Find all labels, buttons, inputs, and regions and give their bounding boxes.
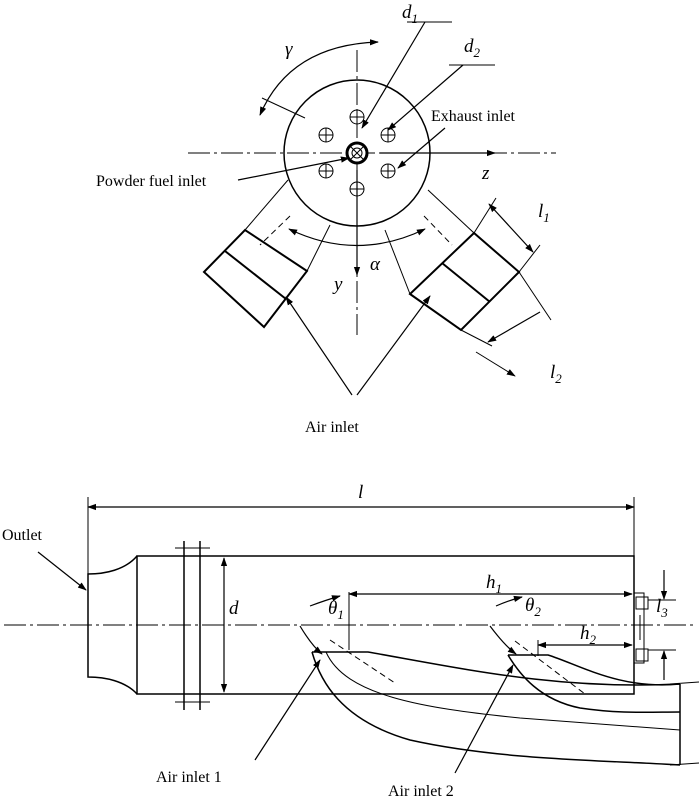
end-cap (633, 592, 649, 664)
air-inlet-leader-right (356, 295, 431, 396)
l2-label: l2 (550, 362, 562, 386)
l3-label: l3 (656, 596, 668, 620)
l2-extension-a (460, 329, 493, 347)
d2-label: d2 (464, 36, 481, 60)
outlet-label: Outlet (2, 527, 43, 544)
theta2-label: θ2 (525, 595, 541, 619)
outlet-leader (37, 551, 87, 591)
port-top (349, 109, 365, 125)
air-inlet-1-leader (254, 659, 321, 761)
z-axis-label: z (481, 163, 490, 184)
port-lower-right (380, 163, 396, 179)
air-inlet-pipe-2 (507, 640, 681, 714)
port-bottom (349, 181, 365, 197)
air-inlet-label: Air inlet (305, 419, 359, 436)
gamma-arc (259, 39, 379, 116)
d2-leader (387, 64, 464, 131)
left-duct-dashed (259, 215, 291, 246)
exhaust-inlet-leader (397, 127, 446, 169)
theta1-arc-lower (299, 625, 323, 655)
d1-label: d1 (402, 2, 418, 26)
port-upper-left (318, 127, 334, 143)
left-air-duct (202, 179, 331, 329)
air-inlet-2-label: Air inlet 2 (388, 783, 454, 800)
powder-fuel-inlet-leader (237, 156, 350, 181)
y-axis-label: y (332, 274, 343, 295)
right-air-duct (384, 189, 521, 332)
gamma-leader (261, 97, 306, 119)
top-view: d1 d2 γ Exhaust inlet Powder fuel inlet … (96, 2, 562, 436)
port-upper-right (380, 127, 396, 143)
air-inlet-2-leader (454, 664, 514, 774)
h1-label: h1 (486, 572, 502, 596)
l2-dimension (487, 311, 541, 343)
center-port (345, 141, 369, 165)
theta1-label: θ1 (328, 598, 344, 622)
l1-label: l1 (538, 201, 550, 225)
air-inlet-1-label: Air inlet 1 (156, 769, 222, 786)
l1-extension-b (518, 244, 541, 273)
port-lower-left (318, 163, 334, 179)
l1-dimension (488, 203, 534, 253)
right-duct-dashed (423, 215, 453, 246)
h2-label: h2 (580, 623, 597, 647)
theta1-arc (309, 595, 341, 607)
l-label: l (358, 482, 363, 503)
powder-fuel-inlet-label: Powder fuel inlet (96, 173, 207, 190)
exhaust-inlet-label: Exhaust inlet (431, 108, 516, 125)
theta2-arc-lower (489, 625, 517, 655)
alpha-arc (288, 228, 426, 247)
alpha-label: α (370, 254, 381, 275)
l2-extension-b (518, 271, 552, 321)
air-inlet-pipe-1 (311, 639, 681, 766)
side-view: l Outlet d (2, 482, 699, 800)
theta2-arc (495, 595, 523, 607)
l1-extension-a (473, 197, 497, 234)
gamma-label: γ (285, 39, 293, 60)
air-inlet-leader-left (285, 296, 353, 396)
d1-leader (361, 21, 426, 129)
d-label: d (229, 598, 239, 619)
